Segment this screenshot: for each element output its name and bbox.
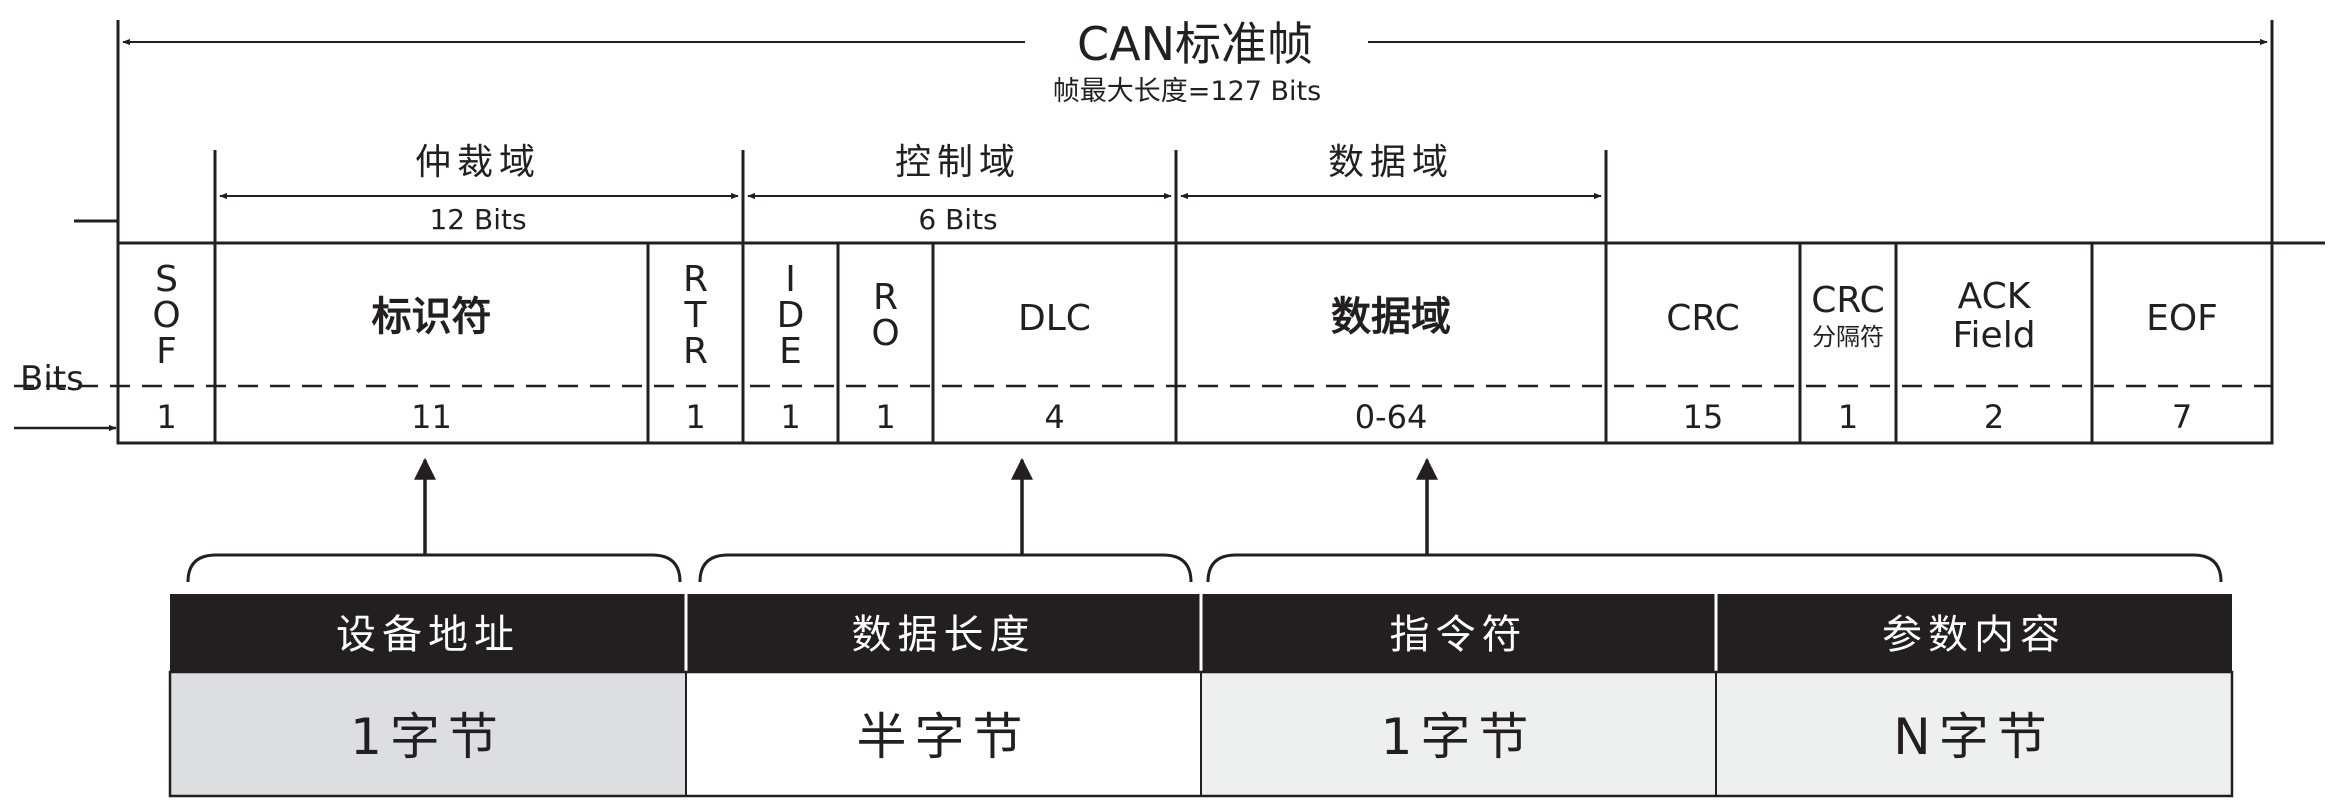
field-table-border <box>116 241 2274 445</box>
field-bits-identifier: 11 <box>411 398 452 436</box>
header-label-data-length: 数据长度 <box>852 612 1036 658</box>
value-label-data-length: 半字节 <box>857 708 1031 766</box>
field-label-data: 数据域 <box>1331 294 1451 340</box>
header-label-device-address: 设备地址 <box>336 612 520 658</box>
header-cell-device-address <box>170 594 686 672</box>
value-label-device-address: 1字节 <box>350 708 506 766</box>
frame-title: CAN标准帧 <box>1077 17 1313 71</box>
field-bits-ide: 1 <box>780 398 800 436</box>
value-label-parameters: N字节 <box>1893 708 2054 766</box>
header-cell-parameters <box>1716 594 2232 672</box>
field-bits-crc-delimiter: 1 <box>1838 398 1858 436</box>
field-bits-ack-field: 2 <box>1984 398 2004 436</box>
value-label-command: 1字节 <box>1381 708 1537 766</box>
group-bits-arbitration: 12 Bits <box>429 203 526 236</box>
header-cell-command <box>1201 594 1716 672</box>
group-data: 数据域 <box>1174 142 1608 243</box>
value-cell-data-length <box>686 672 1201 796</box>
field-label-dlc: DLC <box>1018 298 1091 339</box>
field-bits-sof: 1 <box>156 398 176 436</box>
group-label-data: 数据域 <box>1328 142 1454 183</box>
bracket-command-params <box>1206 553 2223 583</box>
field-label-crc: CRC <box>1666 298 1740 339</box>
value-cell-command <box>1201 672 1716 796</box>
group-arbitration: 仲裁域 12 Bits <box>213 142 739 243</box>
group-bits-control: 6 Bits <box>918 203 997 236</box>
header-label-command: 指令符 <box>1390 612 1528 658</box>
field-bits-eof: 7 <box>2172 398 2192 436</box>
field-bits-data: 0-64 <box>1355 398 1428 436</box>
field-label-identifier: 标识符 <box>372 294 492 340</box>
value-cell-device-address <box>170 672 686 796</box>
header-label-parameters: 参数内容 <box>1882 612 2066 658</box>
group-label-control: 控制域 <box>895 142 1021 183</box>
bits-side-label: Bits <box>20 359 84 399</box>
frame-subtitle: 帧最大长度=127 Bits <box>1053 76 1321 107</box>
field-bits-rtr: 1 <box>685 398 705 436</box>
group-label-arbitration: 仲裁域 <box>415 142 541 183</box>
protocol-table-border <box>168 670 2234 798</box>
header-cell-data-length <box>686 594 1201 672</box>
bracket-data-length <box>698 553 1193 583</box>
field-label-eof: EOF <box>2146 298 2218 339</box>
bracket-device-address <box>186 553 682 583</box>
field-bits-crc: 15 <box>1683 398 1724 436</box>
value-cell-parameters <box>1716 672 2232 796</box>
field-bits-r0: 1 <box>875 398 895 436</box>
group-control: 控制域 6 Bits <box>741 142 1172 243</box>
field-bits-dlc: 4 <box>1044 398 1064 436</box>
